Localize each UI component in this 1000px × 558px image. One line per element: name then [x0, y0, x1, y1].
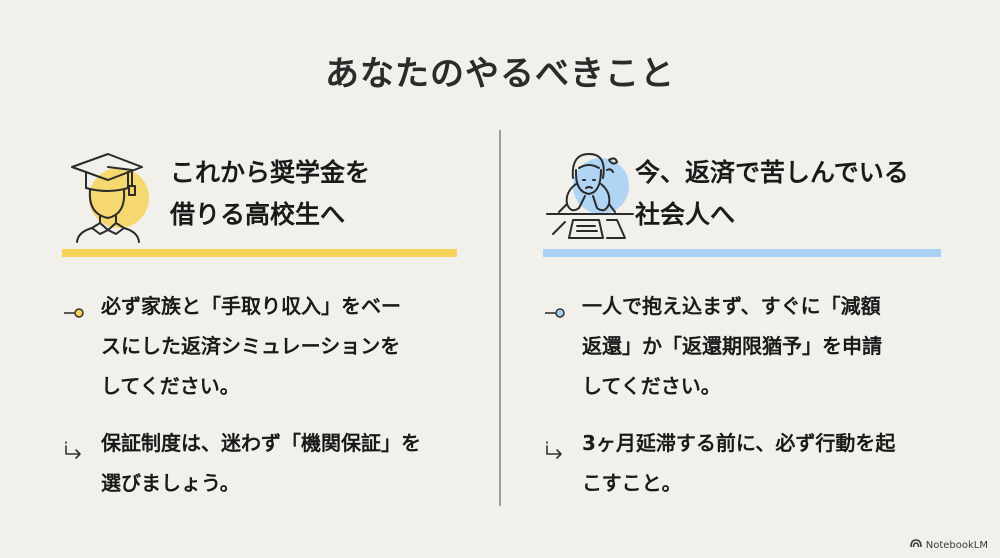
- item-text-line: してください。: [101, 374, 240, 398]
- worried-worker-icon: [543, 148, 643, 244]
- heading-line-1: 今、返済で苦しんでいる: [635, 158, 909, 187]
- column-divider: [499, 130, 501, 506]
- item-text-line: スにした返済シミュレーションを: [101, 334, 401, 358]
- list-item: 保証制度は、迷わず「機関保証」を 選びましょう。: [62, 423, 457, 503]
- yellow-accent-bar: [62, 249, 457, 257]
- column-header: これから奨学金を 借りる高校生へ: [62, 148, 457, 244]
- heading-line-1: これから奨学金を: [170, 158, 371, 187]
- column-header: 今、返済で苦しんでいる 社会人へ: [543, 148, 941, 244]
- high-school-student-column: これから奨学金を 借りる高校生へ 必ず家族と「手取り収入」をベー スにした返済シ…: [62, 148, 457, 495]
- column-heading: 今、返済で苦しんでいる 社会人へ: [635, 152, 909, 236]
- item-text-line: 選びましょう。: [101, 471, 240, 495]
- item-text-line: 3ヶ月延滞する前に、必ず行動を起: [582, 431, 896, 455]
- item-text-line: 必ず家族と「手取り収入」をベー: [101, 294, 401, 318]
- list-item: 必ず家族と「手取り収入」をベー スにした返済シミュレーションを してください。: [62, 286, 457, 406]
- item-text-line: 保証制度は、迷わず「機関保証」を: [101, 431, 421, 455]
- notebooklm-logo-icon: [909, 539, 922, 551]
- return-arrow-icon: [62, 433, 88, 459]
- action-list: 一人で抱え込まず、すぐに「減額 返還」か「返還期限猶予」を申請 してください。 …: [543, 286, 941, 503]
- page-title: あなたのやるべきこと: [325, 54, 675, 94]
- list-item: 3ヶ月延滞する前に、必ず行動を起 こすこと。: [543, 423, 941, 503]
- item-text-line: してください。: [582, 374, 721, 398]
- working-adult-column: 今、返済で苦しんでいる 社会人へ 一人で抱え込まず、すぐに「減額 返還」か「返還…: [543, 148, 941, 495]
- action-list: 必ず家族と「手取り収入」をベー スにした返済シミュレーションを してください。 …: [62, 286, 457, 503]
- heading-line-2: 社会人へ: [635, 200, 736, 229]
- heading-line-2: 借りる高校生へ: [170, 200, 346, 229]
- list-item: 一人で抱え込まず、すぐに「減額 返還」か「返還期限猶予」を申請 してください。: [543, 286, 941, 406]
- brand-name: NotebookLM: [925, 539, 988, 551]
- pin-circle-icon: [62, 296, 88, 318]
- blue-accent-bar: [543, 249, 941, 257]
- column-heading: これから奨学金を 借りる高校生へ: [170, 152, 370, 236]
- graduate-student-icon: [62, 148, 162, 244]
- item-text-line: こすこと。: [582, 471, 682, 495]
- item-text-line: 一人で抱え込まず、すぐに「減額: [582, 294, 881, 318]
- return-arrow-icon: [543, 433, 569, 459]
- brand-watermark: NotebookLM: [909, 539, 988, 551]
- pin-circle-icon: [543, 296, 569, 318]
- item-text-line: 返還」か「返還期限猶予」を申請: [582, 334, 882, 358]
